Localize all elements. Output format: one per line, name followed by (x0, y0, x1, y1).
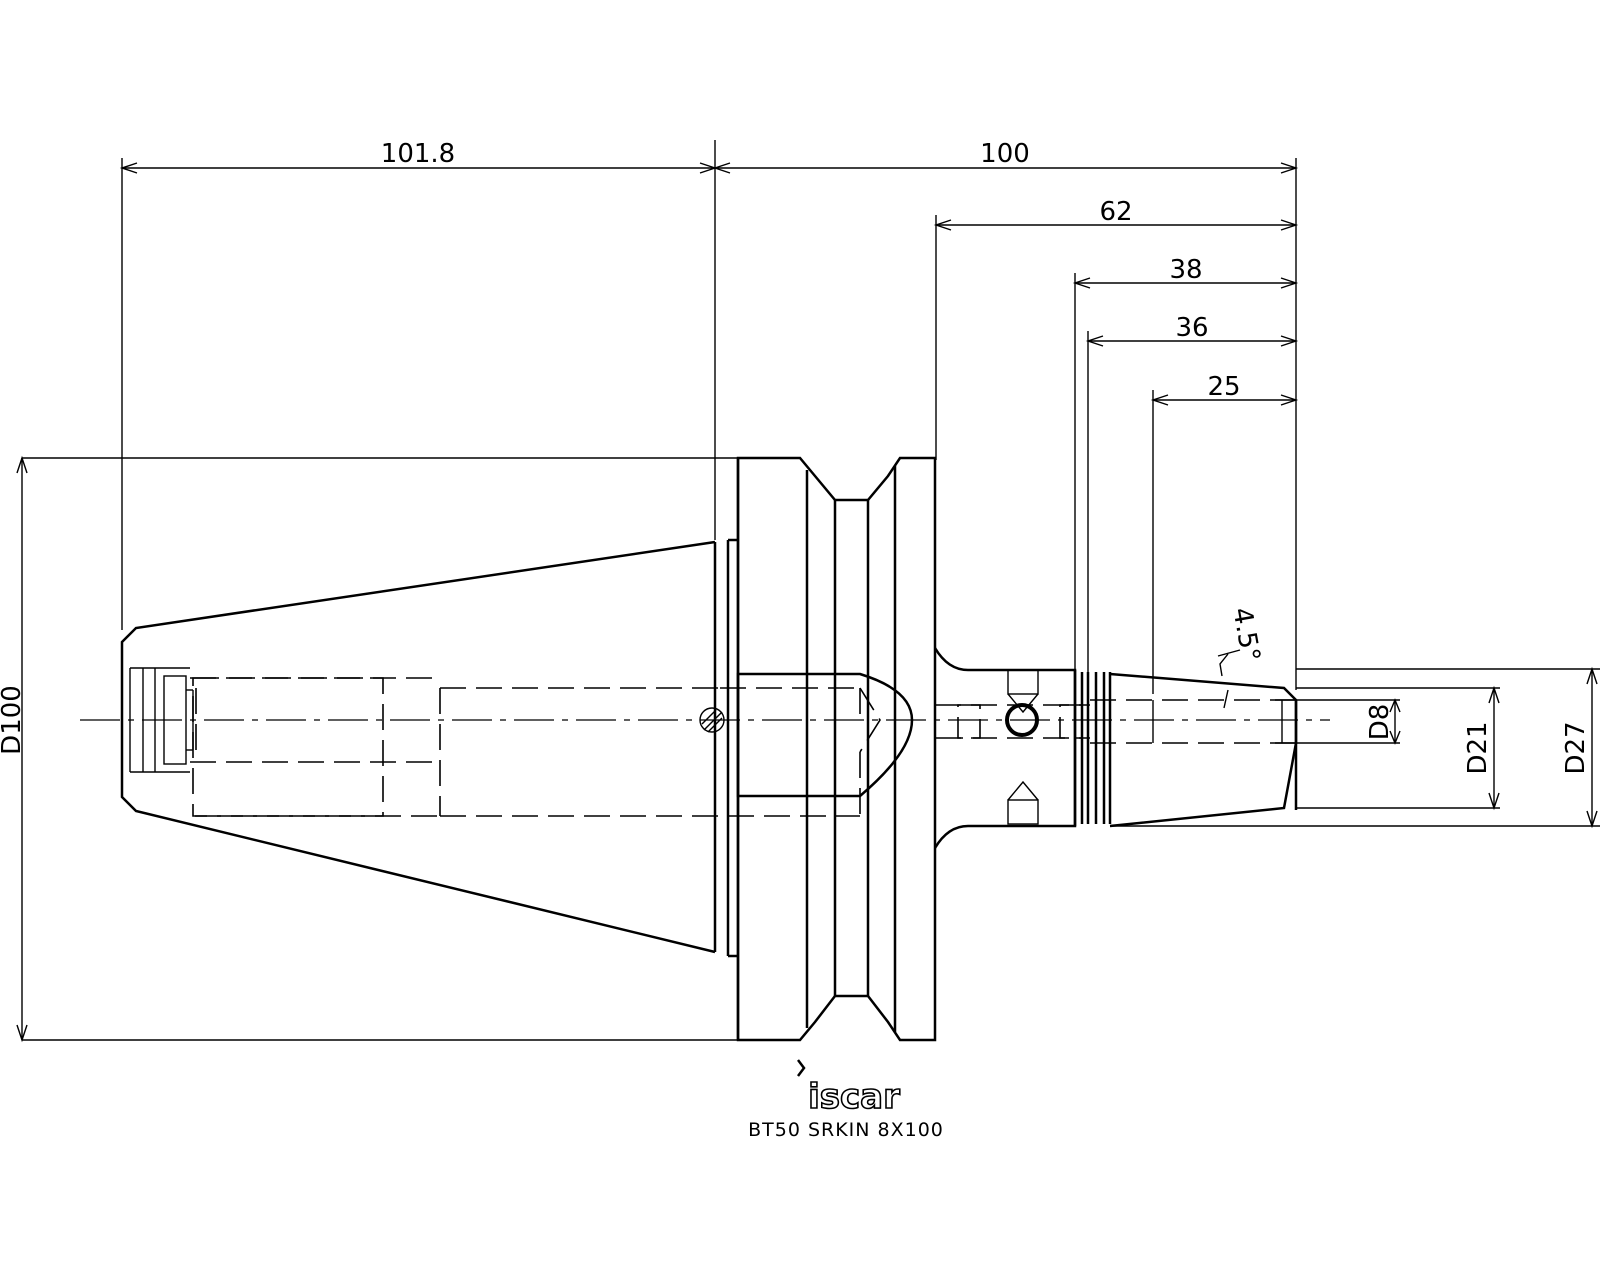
angle-label: 4.5° (1226, 605, 1265, 664)
drive-hole (699, 707, 725, 733)
dimension-label: D100 (0, 685, 27, 755)
logo-text: iscar (808, 1077, 900, 1117)
dimension-25: 25 (1150, 372, 1299, 694)
part-caption: BT50 SRKIN 8X100 (748, 1119, 944, 1141)
hidden-bore (190, 677, 881, 817)
dimension-d21: D21 (1296, 685, 1500, 811)
nose-taper (1090, 672, 1298, 828)
dimension-label: D8 (1365, 704, 1395, 741)
neck (933, 647, 1112, 849)
dimension-label: 101.8 (381, 139, 455, 169)
dimension-62: 62 (933, 197, 1299, 460)
iscar-logo: iscar (797, 1059, 901, 1118)
dimension-d8: D8 (1275, 698, 1401, 745)
dimension-label: 25 (1207, 372, 1240, 402)
dimension-label: 100 (980, 139, 1030, 169)
dimension-label: D27 (1561, 721, 1591, 774)
dimension-d100: D100 (0, 455, 740, 1043)
dimension-100: 100 (712, 139, 1299, 690)
flange (726, 456, 937, 1042)
dimension-101-8: 101.8 (119, 139, 718, 630)
dimension-36: 36 (1085, 313, 1299, 672)
taper-shank (120, 540, 717, 954)
dimension-d27: D27 (1110, 666, 1600, 829)
dimension-label: 62 (1099, 197, 1132, 227)
clamp-screws (935, 669, 1090, 825)
dimension-label: 38 (1169, 255, 1202, 285)
angle-annotation: 4.5° (1217, 605, 1265, 709)
dimension-38: 38 (1072, 255, 1299, 672)
dimension-label: 36 (1175, 313, 1208, 343)
dimension-label: D21 (1463, 721, 1493, 774)
